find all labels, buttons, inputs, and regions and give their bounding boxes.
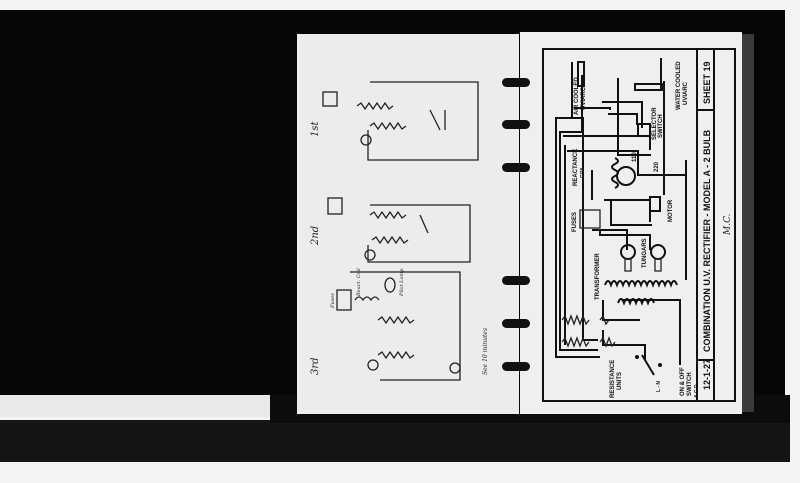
on-off-switch: [641, 354, 655, 376]
selector-label: SELECTOR: [652, 107, 658, 140]
resistance-label: RESISTANCE: [610, 360, 616, 398]
meter: [616, 166, 636, 186]
selector-label-2: SWITCH: [658, 114, 664, 138]
reactance-label: REACTANCE: [573, 149, 579, 186]
v220-label: 220: [654, 161, 660, 172]
fuse-block: [579, 209, 601, 229]
resistance-label-2: UNITS: [617, 372, 623, 390]
wiring-diagram: 12-1-27 COMBINATION U.V. RECTIFIER - MOD…: [542, 48, 736, 402]
motor-label: MOTOR: [668, 199, 674, 222]
onoff-label-2: SWITCH: [687, 372, 693, 396]
binder-rings: [502, 78, 530, 371]
margin-note: See 10 minutes: [482, 328, 489, 375]
fuses-note: Fuses: [330, 293, 336, 309]
sketch-3-label: 3rd: [310, 357, 321, 375]
hand-sketches: 1st 2nd 3rd Fuses React. Coil Pilot Lamp…: [310, 81, 489, 381]
reactance-label-2: COIL: [580, 166, 586, 178]
drawing-title: COMBINATION U.V. RECTIFIER - MODEL A - 2…: [702, 129, 712, 352]
tungars-label: TUNGARS: [642, 238, 648, 268]
bottom-dark-band: [0, 420, 790, 462]
line-label: L - N: [656, 381, 662, 392]
onoff-label: ON & OFF: [680, 367, 686, 396]
transformer-primary: [604, 280, 678, 288]
v110-label: 110: [632, 152, 638, 162]
air-cooled-label: AIR COOLED: [574, 77, 580, 115]
water-cooled-label-2: UVIARC: [683, 81, 689, 105]
selector-switch: [637, 123, 651, 137]
light-strip: [0, 395, 280, 417]
sketch-2-label: 2nd: [310, 226, 321, 246]
drawing-date: 12-1-27: [702, 359, 712, 390]
transformer-secondary: [617, 298, 655, 306]
left-page: [297, 34, 519, 414]
react-coil-note: React. Coil: [356, 268, 362, 297]
signature: M.C.: [723, 213, 733, 236]
pilot-lamp-note: Pilot Lamp: [399, 268, 405, 297]
transformer-label: TRANSFORMER: [595, 253, 601, 300]
sheet-number: SHEET 19: [702, 61, 712, 104]
water-cooled-label: WATER COOLED: [676, 61, 682, 110]
fuses-label: FUSES: [572, 212, 578, 232]
sketch-1-label: 1st: [310, 121, 321, 137]
air-cooled-label-2: UVIARC: [581, 86, 587, 110]
initials-label: A.C.D.: [694, 382, 700, 398]
motor-symbol: [649, 196, 661, 212]
